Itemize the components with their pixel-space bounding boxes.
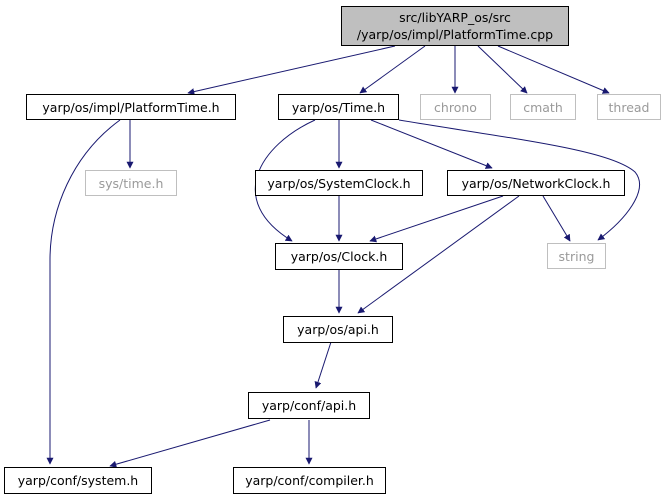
edge-root-thread [497,45,610,94]
node-string[interactable]: string [547,243,606,269]
node-chrono[interactable]: chrono [420,94,491,120]
node-os-api-h[interactable]: yarp/os/api.h [283,316,393,343]
node-conf-compiler-h[interactable]: yarp/conf/compiler.h [233,467,386,494]
edge-osapi-confapi [314,341,332,389]
node-sys-time-h[interactable]: sys/time.h [85,170,177,196]
root-line1: src/libYARP_os/src [399,10,511,25]
node-systemclock-h[interactable]: yarp/os/SystemClock.h [255,170,423,196]
edge-confapi-confsystem [109,419,271,468]
node-conf-api-h[interactable]: yarp/conf/api.h [248,392,370,419]
edge-root-time [359,45,426,94]
edge-platformtime-confsystem [46,119,121,465]
node-platformtime-h[interactable]: yarp/os/impl/PlatformTime.h [26,94,236,120]
node-cmath[interactable]: cmath [510,94,576,120]
root-line2: /yarp/os/impl/PlatformTime.cpp [356,27,554,42]
node-networkclock-h[interactable]: yarp/os/NetworkClock.h [447,170,625,196]
edge-time-networkclock [370,119,493,169]
node-root-file[interactable]: src/libYARP_os/src /yarp/os/impl/Platfor… [341,6,569,46]
node-time-h[interactable]: yarp/os/Time.h [278,94,399,120]
node-conf-system-h[interactable]: yarp/conf/system.h [4,467,152,494]
node-thread[interactable]: thread [597,94,661,120]
edge-networkclock-clock [369,195,504,243]
edge-root-platformtime [187,45,396,96]
edge-root-cmath [477,45,528,94]
edge-time-string [398,119,641,241]
node-clock-h[interactable]: yarp/os/Clock.h [275,243,403,270]
edge-networkclock-osapi [357,195,520,314]
edge-networkclock-string [542,195,571,242]
